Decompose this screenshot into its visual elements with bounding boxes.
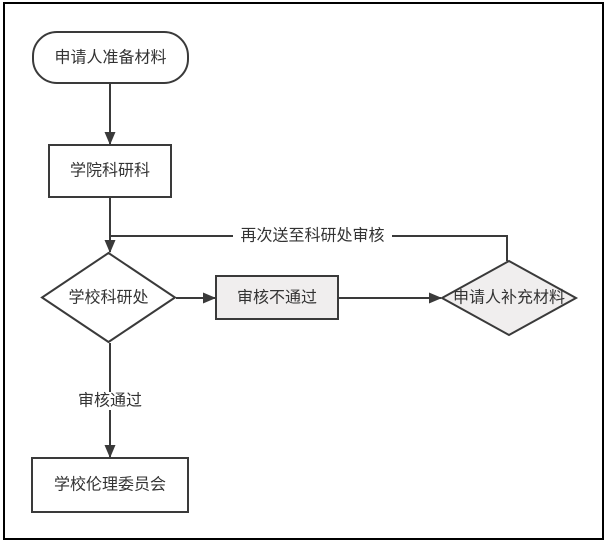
edge-label-approved-bg bbox=[77, 392, 143, 410]
edge-labels: 再次送至科研处审核 审核通过 bbox=[77, 227, 392, 410]
node-labels: 申请人准备材料 学院科研科 学校科研处 审核不通过 申请人补充材料 学校伦理委员… bbox=[54, 49, 565, 494]
node-start-label: 申请人准备材料 bbox=[54, 49, 166, 67]
node-college-research-section bbox=[48, 144, 172, 198]
node-review-not-passed-label: 审核不通过 bbox=[237, 289, 317, 307]
node-university-research-office bbox=[40, 251, 177, 344]
node-applicant-supplement-materials bbox=[439, 259, 579, 337]
node-review-not-passed bbox=[215, 275, 339, 320]
edge-label-approved: 审核通过 bbox=[78, 392, 142, 410]
node-ethics-committee-label: 学校伦理委员会 bbox=[54, 476, 166, 494]
node-start bbox=[32, 31, 189, 84]
edge-label-resubmit: 再次送至科研处审核 bbox=[240, 227, 384, 245]
node-university-research-office-label: 学校科研处 bbox=[68, 289, 148, 307]
nodes bbox=[31, 31, 579, 513]
edge-label-resubmit-bg bbox=[233, 227, 392, 245]
connectors bbox=[104, 84, 508, 458]
node-ethics-committee bbox=[31, 457, 189, 513]
node-applicant-supplement-materials-label: 申请人补充材料 bbox=[453, 289, 565, 307]
node-college-research-section-label: 学院科研科 bbox=[70, 162, 150, 180]
